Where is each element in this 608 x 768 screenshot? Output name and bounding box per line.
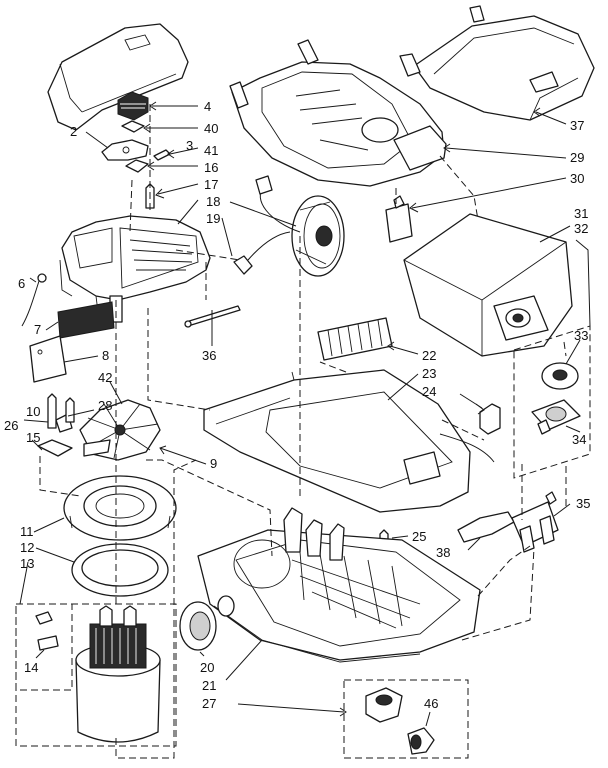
- label-7: 7: [34, 322, 41, 337]
- wheel-part: [179, 595, 235, 651]
- motor-assembly-box: [15, 603, 177, 747]
- label-16: 16: [204, 160, 218, 175]
- label-10: 10: [26, 404, 40, 419]
- dust-bag-part: [403, 213, 573, 357]
- grip-part: [457, 511, 515, 543]
- label-23: 23: [422, 366, 436, 381]
- rod-part: [184, 305, 241, 328]
- label-13: 13: [20, 556, 34, 571]
- plate-part: [29, 335, 67, 383]
- label-32: 32: [574, 221, 588, 236]
- label-27: 27: [202, 696, 216, 711]
- label-21: 21: [202, 678, 216, 693]
- label-25: 25: [412, 529, 426, 544]
- label-36: 36: [202, 348, 216, 363]
- label-18: 18: [206, 194, 220, 209]
- label-24: 24: [422, 384, 436, 399]
- label-41: 41: [204, 143, 218, 158]
- label-17: 17: [204, 177, 218, 192]
- upper-frame-part: [59, 215, 211, 323]
- label-12: 12: [20, 540, 34, 555]
- top-cover-part: [47, 23, 189, 131]
- label-11: 11: [20, 524, 34, 539]
- filter-block-part: [117, 91, 149, 121]
- label-28: 28: [98, 398, 112, 413]
- top-housing-part: [229, 39, 447, 187]
- cord-part: [21, 273, 47, 327]
- label-9: 9: [210, 456, 217, 471]
- base-pan-part: [197, 507, 481, 663]
- latch-part: [125, 149, 171, 173]
- label-31: 31: [574, 206, 588, 221]
- label-34: 34: [572, 432, 586, 447]
- clip-part: [385, 195, 413, 243]
- filter-strip-part: [57, 301, 115, 339]
- label-6: 6: [18, 276, 25, 291]
- label-38: 38: [436, 545, 450, 560]
- label-37: 37: [570, 118, 584, 133]
- part-number-labels: 4 40 2 3 41 16 17 18 19 6 7 8 42 28 10 2…: [4, 99, 590, 711]
- rear-cover-part: [399, 5, 595, 121]
- label-8: 8: [102, 348, 109, 363]
- label-35: 35: [576, 496, 590, 511]
- bag-holder-box: [513, 325, 591, 479]
- bracket-part: [101, 139, 149, 161]
- label-2: 2: [70, 124, 77, 139]
- gasket-part: [71, 543, 169, 597]
- label-46: 46: [424, 696, 438, 711]
- motor-part: [75, 605, 161, 743]
- label-42: 42: [98, 370, 112, 385]
- latch-bracket-part: [511, 491, 559, 553]
- label-20: 20: [200, 660, 214, 675]
- caster-assembly-box: [343, 679, 469, 759]
- label-19: 19: [206, 211, 220, 226]
- leader-lines: [19, 101, 591, 727]
- label-33: 33: [574, 328, 588, 343]
- assembly-lines: [39, 104, 567, 759]
- label-4: 4: [204, 99, 211, 114]
- switch-part: [439, 403, 501, 463]
- label-26: 26: [4, 418, 18, 433]
- label-40: 40: [204, 121, 218, 136]
- bumper-frame-part: [203, 369, 471, 513]
- seal-part: [121, 120, 145, 133]
- label-22: 22: [422, 348, 436, 363]
- ring-part: [63, 475, 177, 541]
- label-3: 3: [186, 138, 193, 153]
- grille-part: [317, 317, 393, 361]
- cord-reel-part: [255, 175, 345, 277]
- label-29: 29: [570, 150, 584, 165]
- label-30: 30: [570, 171, 584, 186]
- label-14: 14: [24, 660, 38, 675]
- label-15: 15: [26, 430, 40, 445]
- plug-part: [233, 231, 291, 275]
